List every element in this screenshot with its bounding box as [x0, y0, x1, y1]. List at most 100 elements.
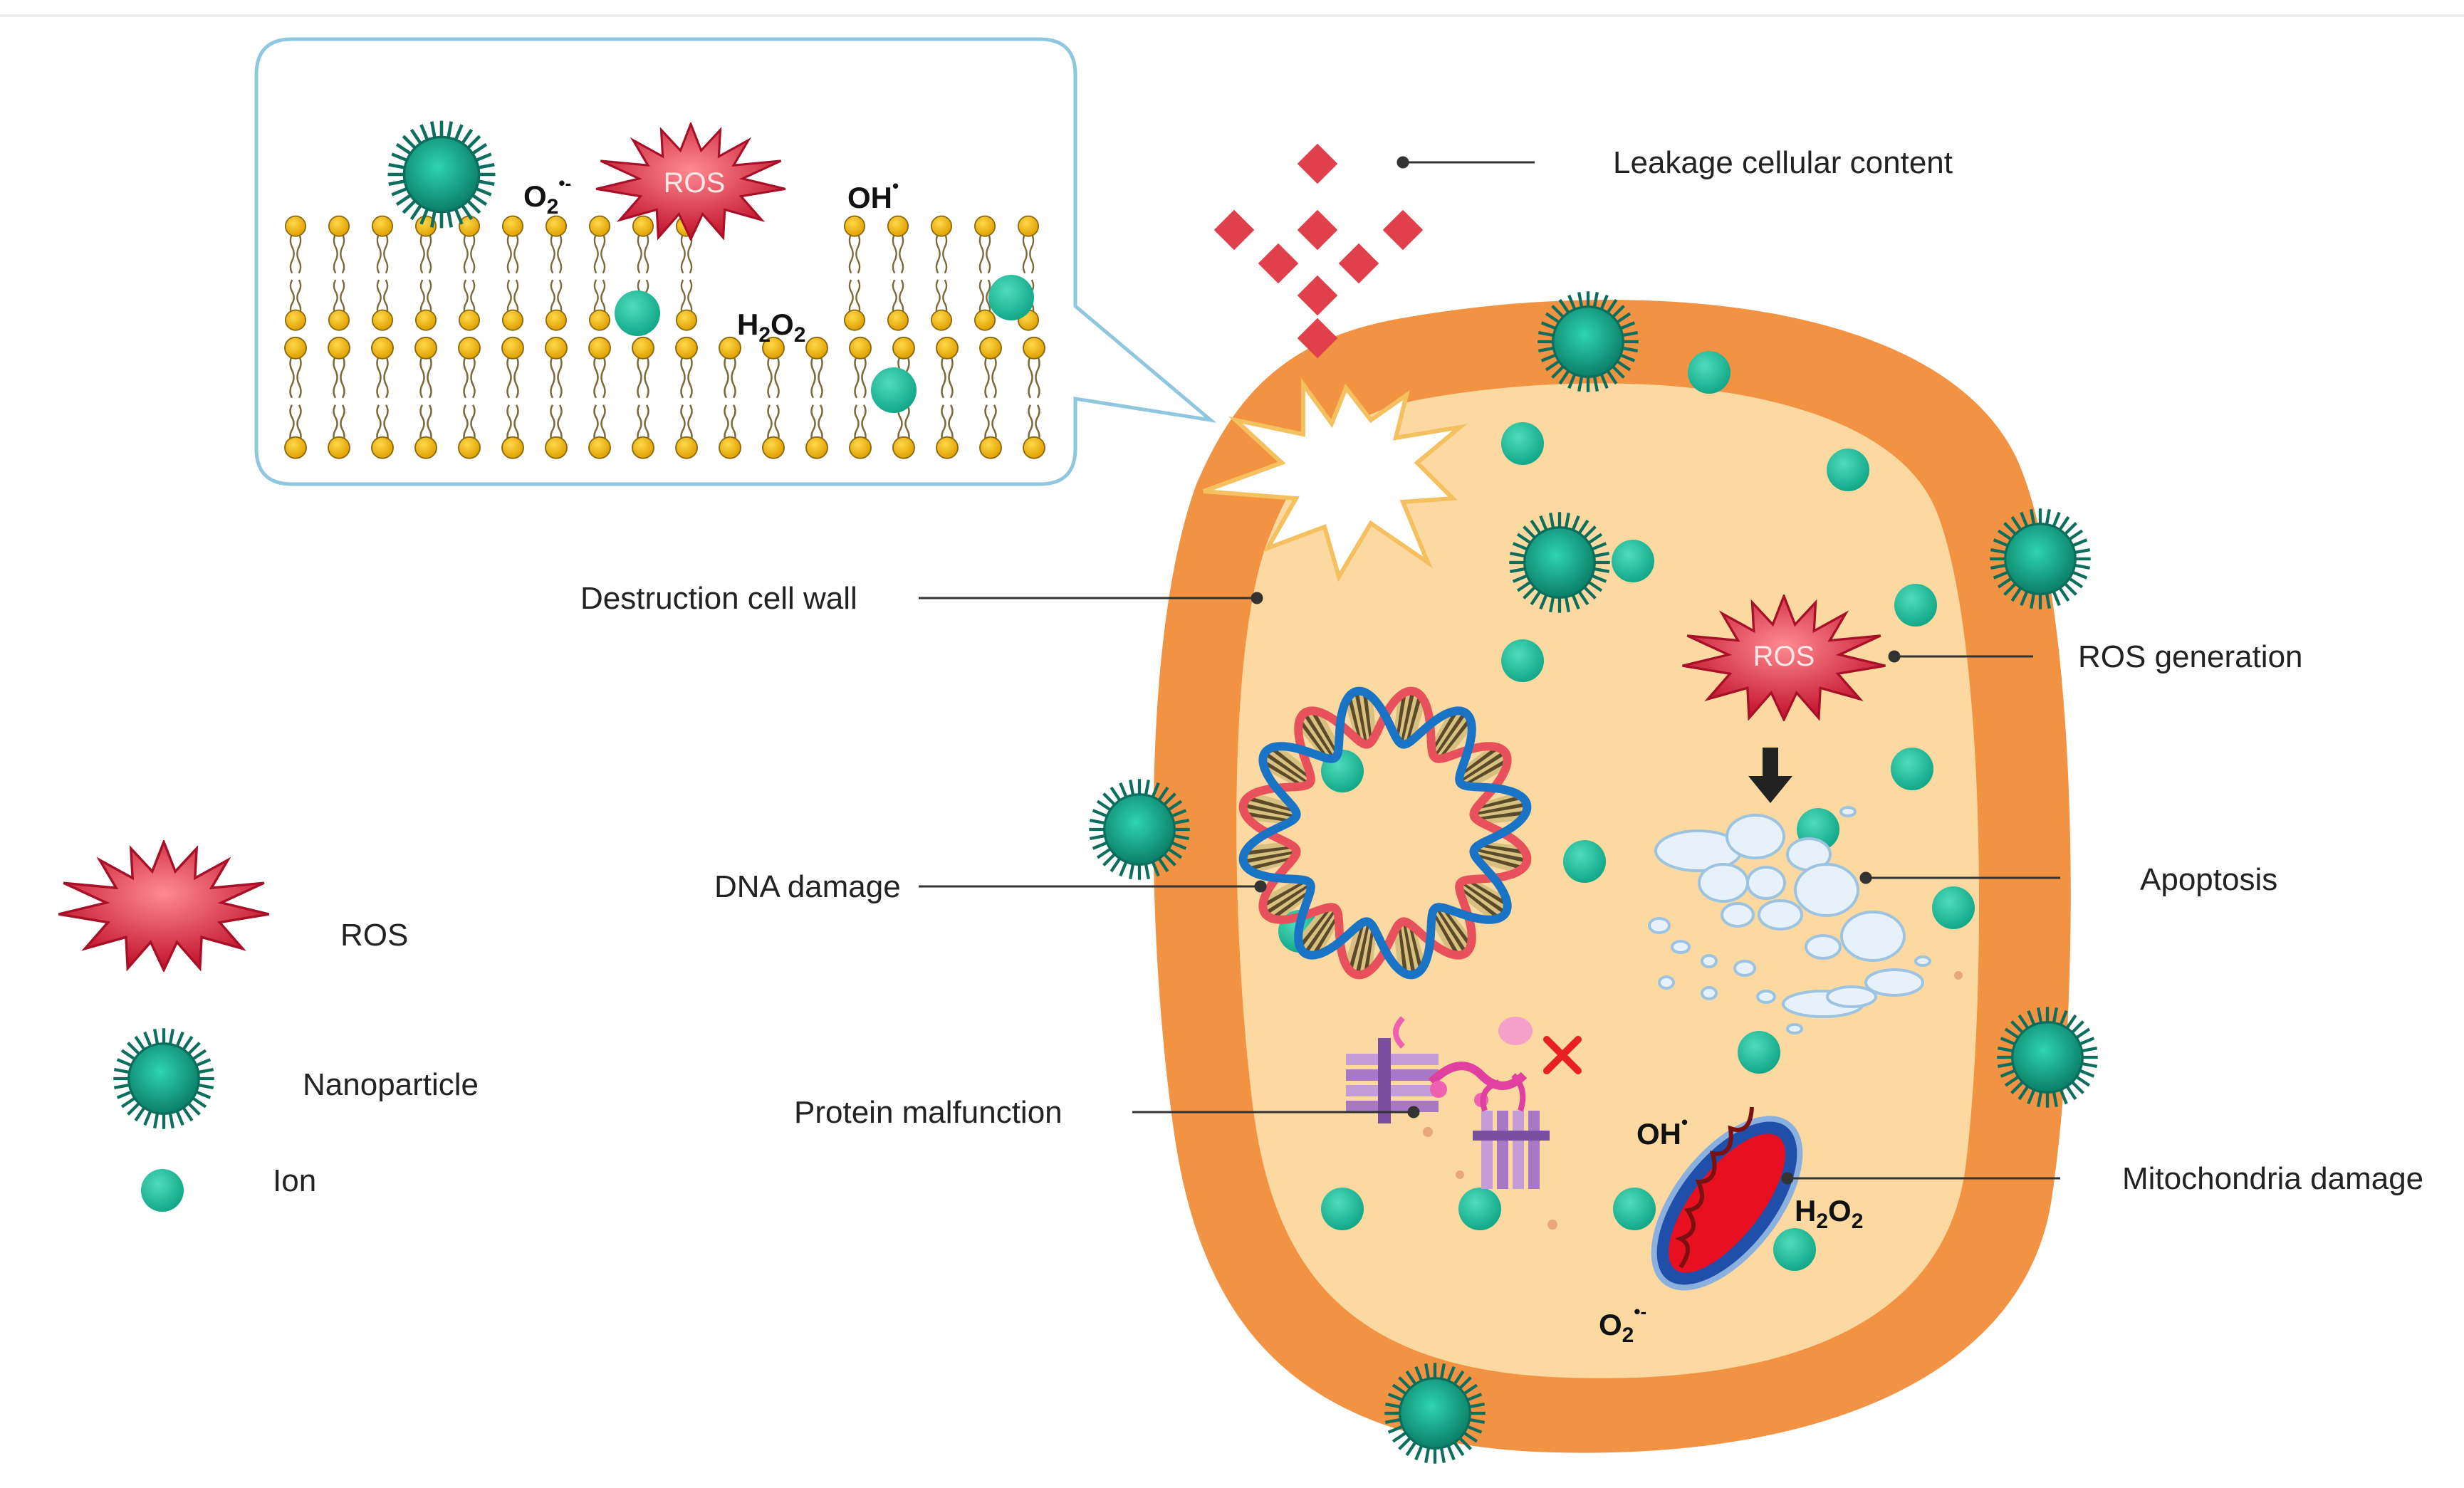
legend-ros-icon: [57, 840, 271, 972]
dna-strand-blue: [1238, 686, 1532, 980]
nanoparticle: [1384, 1363, 1485, 1463]
label-ros-generation: ROS generation: [2078, 639, 2303, 674]
dna-base-pair: [1350, 921, 1367, 974]
dna-base-pair: [1347, 695, 1364, 744]
label-dna-damage: DNA damage: [714, 869, 901, 904]
ros-badge-text: ROS: [664, 167, 726, 199]
label-mitochondria-damage: Mitochondria damage: [2122, 1161, 2423, 1196]
dna-base-pair: [1439, 718, 1473, 760]
dna-base-pair: [1430, 709, 1460, 755]
dna-base-pair: [1433, 711, 1468, 760]
dna-base-pair: [1458, 886, 1500, 921]
dna-base-pair: [1463, 758, 1509, 788]
dna-base-pair: [1395, 692, 1408, 741]
dna-base-pair: [1244, 851, 1298, 868]
protein-complex: [1346, 1016, 1582, 1189]
dna-base-pair: [1310, 709, 1340, 755]
dna-base-pair: [1431, 710, 1464, 758]
ion: [615, 290, 660, 336]
dna-base-pair: [1266, 884, 1312, 918]
dna-base-pair: [1300, 906, 1335, 952]
dna-base-pair: [1406, 922, 1424, 971]
dna-base-pair: [1300, 714, 1335, 760]
dna-base-pair: [1243, 802, 1298, 818]
dna-base-pair: [1354, 691, 1370, 745]
nanoparticle: [1089, 779, 1189, 879]
dna-base-pair: [1473, 798, 1526, 815]
dna-base-pair: [1403, 692, 1420, 745]
legend-nanoparticle-icon: [113, 1028, 214, 1128]
dna-base-pair: [1244, 843, 1293, 856]
dna-base-pair: [1403, 921, 1420, 974]
dna-base-pair: [1436, 714, 1471, 760]
dna-base-pair: [1354, 921, 1370, 975]
dna-base-pair: [1270, 745, 1312, 780]
dna-base-pair: [1433, 906, 1468, 955]
cell: ROS: [1089, 291, 2097, 1463]
nanoparticle: [1997, 1007, 2097, 1107]
dna-base-pair: [1430, 911, 1460, 957]
dna-base-pair: [1474, 806, 1528, 821]
dna-base-pair: [1244, 810, 1293, 823]
h2o2-label: H2O2: [1795, 1194, 1863, 1233]
dna-base-pair: [1261, 878, 1307, 908]
label-apoptosis: Apoptosis: [2140, 862, 2277, 897]
dna-base-pair: [1358, 691, 1373, 744]
speckle: [1954, 971, 1963, 980]
callout-lines: [919, 156, 2060, 1185]
dna-base-pair: [1458, 884, 1504, 918]
dna-base-pair: [1298, 906, 1332, 948]
dna-base-pair: [1474, 854, 1523, 871]
dna-base-pair: [1347, 922, 1364, 971]
dna-base-pair: [1474, 795, 1523, 812]
legend-nanoparticle-label: Nanoparticle: [303, 1067, 479, 1102]
oh-radical-label: OH•: [1636, 1111, 1688, 1151]
cross-icon: [1543, 1036, 1582, 1074]
dna-base-pair: [1439, 906, 1473, 948]
ion: [1458, 1188, 1501, 1230]
ion: [1827, 449, 1869, 491]
ion: [1612, 540, 1654, 582]
dna-base-pair: [1474, 845, 1528, 860]
ion: [1563, 840, 1606, 883]
ion: [1613, 1188, 1656, 1230]
ion: [1501, 422, 1544, 465]
dna-base-pair: [1463, 878, 1509, 908]
dna-base-pair: [1261, 758, 1307, 788]
dna-base-pair: [1458, 750, 1507, 785]
dna-base-pair: [1461, 754, 1508, 787]
dna-base-pair: [1270, 886, 1312, 921]
dna-base-pair: [1477, 810, 1526, 823]
dna-base-pair: [1395, 925, 1408, 974]
ros-badge-text: ROS: [1753, 641, 1815, 672]
dna-base-pair: [1244, 798, 1298, 815]
dna-base-pair: [1243, 806, 1296, 821]
nanoparticle: [1990, 508, 2090, 609]
o2-radical-label: O2•-: [1599, 1301, 1646, 1347]
dna-base-pair: [1400, 921, 1416, 975]
mitochondrion: [1651, 1106, 1803, 1291]
legend-ion-icon: [141, 1169, 184, 1212]
dna-base-pair: [1266, 748, 1312, 782]
dna-base-pair: [1310, 911, 1340, 957]
legend-ros-label: ROS: [340, 918, 408, 953]
speckle: [1423, 1127, 1433, 1137]
dna-base-pair: [1262, 754, 1310, 787]
dna-base-pair: [1362, 692, 1375, 741]
speckle: [1456, 1170, 1464, 1179]
dna-base-pair: [1306, 908, 1339, 956]
nanoparticle: [1509, 512, 1609, 612]
dna-base-pair: [1303, 906, 1337, 955]
dna-base-pair: [1400, 691, 1416, 745]
label-protein-malfunction: Protein malfunction: [794, 1095, 1063, 1130]
dna-base-pair: [1362, 925, 1375, 974]
nanoparticle: [1538, 291, 1638, 392]
dna-base-pair: [1247, 854, 1296, 871]
dna-base-pair: [1262, 879, 1310, 912]
dna-base-pair: [1406, 695, 1424, 744]
dna-base-pair: [1436, 906, 1471, 952]
ion: [1738, 1031, 1780, 1074]
dna-base-pair: [1458, 881, 1507, 916]
dna-base-pair: [1263, 750, 1312, 785]
label-destruction-cell-wall: Destruction cell wall: [580, 581, 857, 616]
